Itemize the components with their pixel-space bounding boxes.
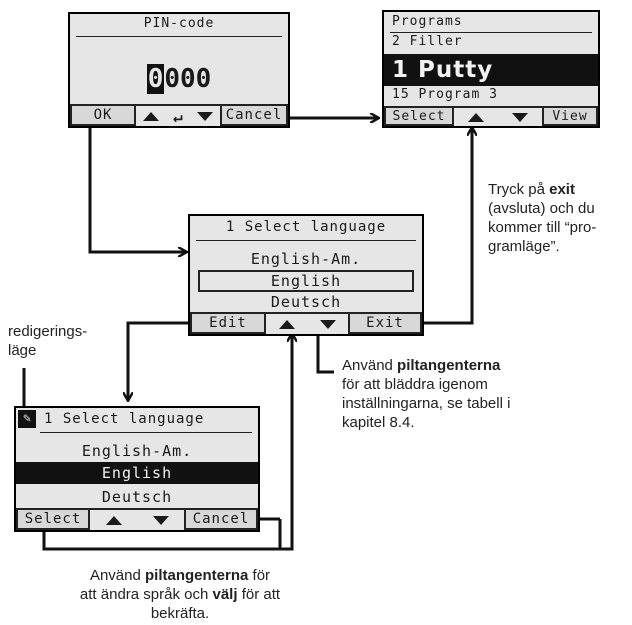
programs-nav-keys[interactable] [454,106,542,126]
arrow-exit-to-programs [424,128,472,325]
up-arrow-icon[interactable] [143,111,160,121]
up-arrow-icon[interactable] [105,515,122,525]
down-arrow-icon[interactable] [512,112,528,122]
pin-code-screen: PIN-code 0000 OK ↵ Cancel [68,12,290,128]
language-title: 1 Select language [225,219,387,235]
select-language-edit-screen: ✎ 1 Select language English-Am. English … [14,406,260,532]
program-item-selected[interactable]: 1 Putty [384,54,598,86]
program-item-below[interactable]: 15 Program 3 [392,87,498,102]
pin-nav-keys[interactable]: ↵ [136,104,220,126]
select-language-screen: 1 Select language English-Am. English De… [188,214,424,336]
down-arrow-icon[interactable] [196,111,213,121]
pin-title: PIN-code [143,16,215,31]
ok-button[interactable]: OK [70,104,136,126]
exit-button[interactable]: Exit [348,312,422,334]
edit-mode-icon: ✎ [18,410,36,428]
programs-view-button[interactable]: View [542,106,598,126]
enter-arrow-icon[interactable]: ↵ [173,106,183,126]
programs-select-button[interactable]: Select [384,106,454,126]
callout-arrow-keys [316,336,334,374]
program-item-above[interactable]: 2 Filler [392,34,463,49]
edit-mode-note: redigerings- läge [8,323,88,359]
exit-note: Tryck på exit (avsluta) och du kommer ti… [488,181,597,255]
pin-digit-active[interactable]: 0 [146,64,165,94]
arrow-keys-note: Använd piltangenterna för att bläddra ig… [342,357,511,431]
language-option[interactable]: Deutsch [270,293,342,311]
cancel-button[interactable]: Cancel [220,104,288,126]
pin-digits-rest: 000 [164,64,212,94]
language-edit-nav-keys[interactable] [90,508,184,530]
language-edit-title: 1 Select language [44,411,205,427]
programs-title: Programs [392,14,463,29]
up-arrow-icon[interactable] [278,319,295,329]
language-option[interactable]: English-Am. [81,442,193,460]
arrow-editscreen-to-language [42,334,292,551]
language-nav-keys[interactable] [266,312,348,334]
language-option-highlighted[interactable]: English [198,270,414,292]
programs-screen: Programs 2 Filler 1 Putty 15 Program 3 S… [382,10,600,128]
down-arrow-icon[interactable] [152,515,169,525]
edit-button[interactable]: Edit [190,312,266,334]
cancel-button[interactable]: Cancel [184,508,258,530]
language-option[interactable]: English-Am. [250,250,362,268]
select-button[interactable]: Select [16,508,90,530]
select-note: Använd piltangenterna för att ändra språ… [79,567,281,622]
language-option[interactable]: Deutsch [101,488,173,506]
arrow-ok-to-language [88,128,186,252]
up-arrow-icon[interactable] [468,112,484,122]
language-option-selected[interactable]: English [16,462,258,484]
down-arrow-icon[interactable] [319,319,336,329]
arrow-edit-to-editscreen [128,321,188,400]
pin-value: 0000 [70,64,288,94]
